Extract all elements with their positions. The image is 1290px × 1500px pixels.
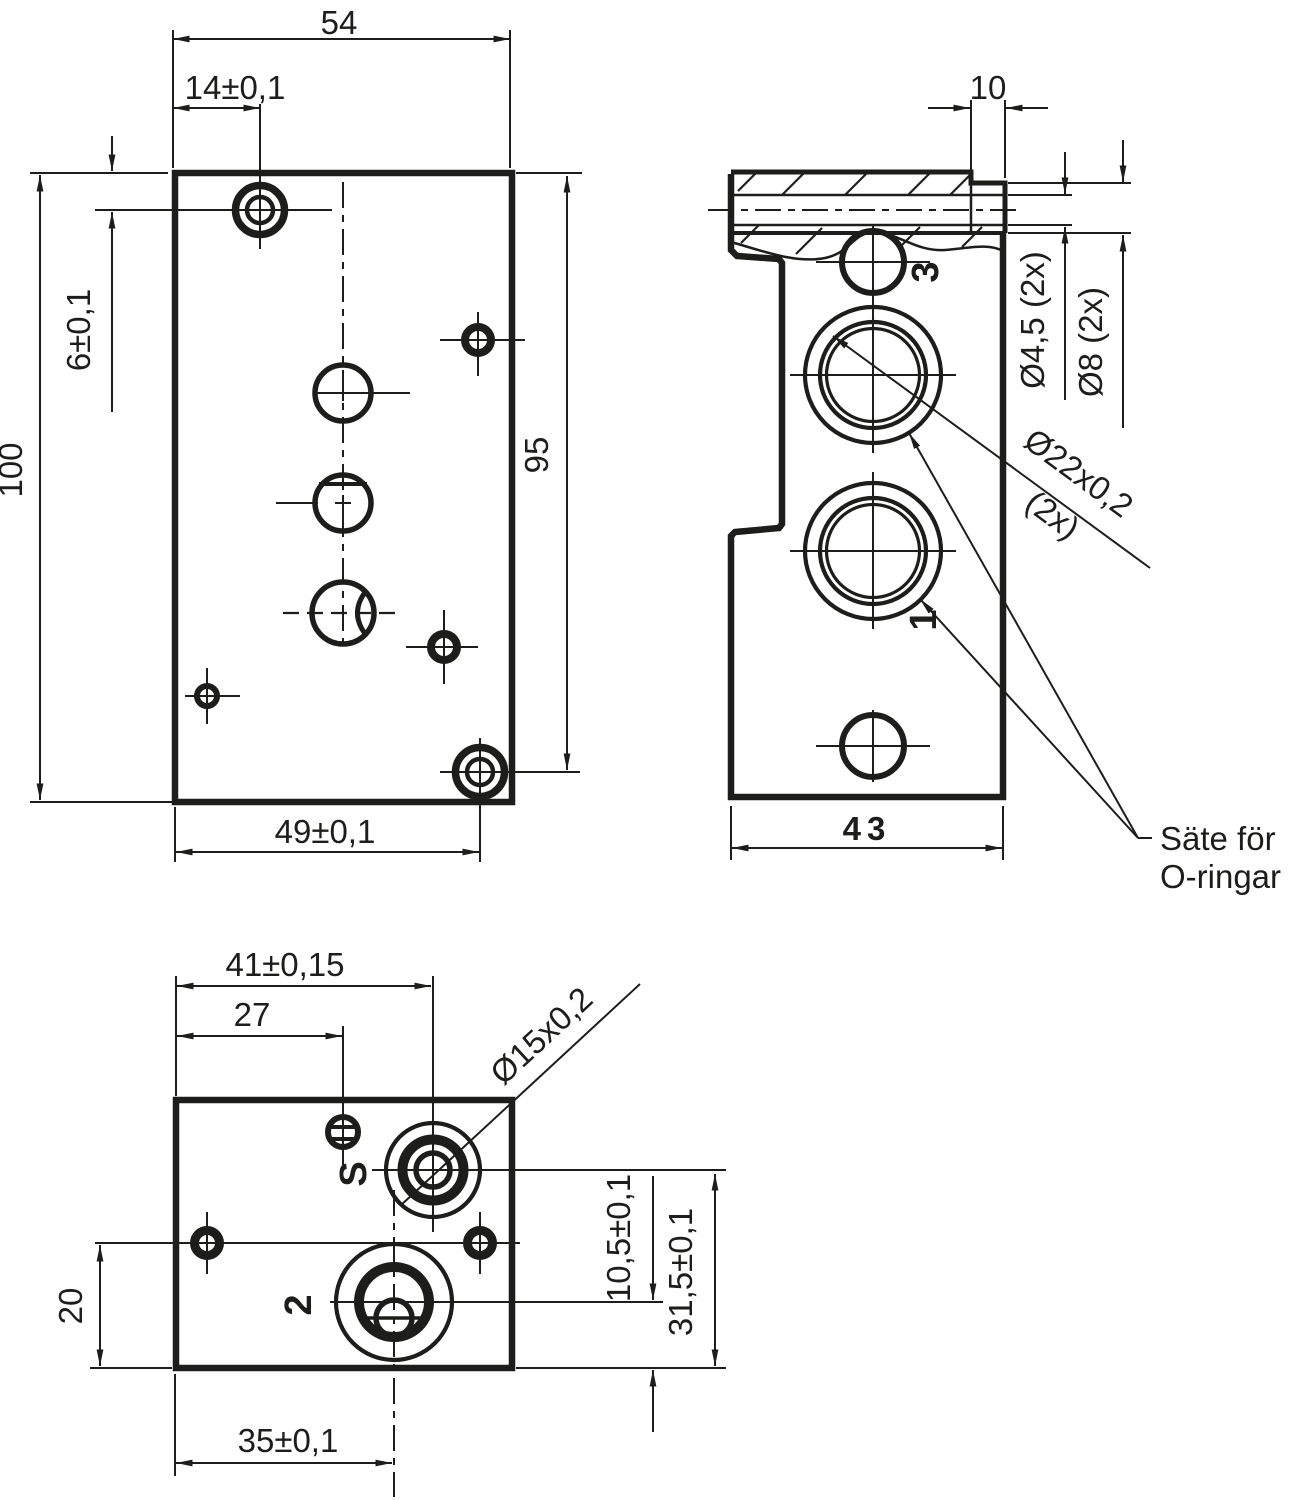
pilot-holes-row xyxy=(95,1212,520,1274)
dim-port2-x-35: 35±0,1 xyxy=(174,1374,392,1476)
port-2-label: 2 xyxy=(278,1294,320,1315)
dim-label: 14±0,1 xyxy=(185,69,286,106)
dim-label: 41±0,15 xyxy=(225,946,344,983)
pilot-hole-lower-right xyxy=(406,610,478,684)
dim-hole-x-14: 14±0,1 xyxy=(173,69,286,112)
dim-label: Ø8 (2x) xyxy=(1072,287,1109,397)
dim-label: 20 xyxy=(52,1288,89,1325)
dim-label: 27 xyxy=(234,996,271,1033)
dim-label: 54 xyxy=(321,4,358,41)
mounting-hole-top xyxy=(95,104,332,249)
dim-label: 31,5±0,1 xyxy=(662,1208,699,1336)
port-3-hole xyxy=(816,226,930,298)
dim-label: 10 xyxy=(970,69,1007,106)
body-outline xyxy=(727,174,1007,801)
dim-sport-x-41: 41±0,15 xyxy=(175,946,431,1096)
front-view: 54 14±0,1 6±0,1 100 95 49±0,1 xyxy=(0,4,582,862)
dim-hole-8: Ø8 (2x) xyxy=(1008,140,1131,428)
dim-hole-y-6: 6±0,1 xyxy=(60,136,116,412)
slot-hole xyxy=(325,1026,361,1165)
bottom-view: S Ø15x0,2 2 41±0,15 xyxy=(52,946,726,1497)
dim-label: Ø4,5 (2x) xyxy=(1014,251,1051,389)
dim-height-100: 100 xyxy=(0,172,172,803)
side-view: 3 1 10 xyxy=(708,69,1281,895)
dim-width-54: 54 xyxy=(172,4,511,168)
oring-seat-upper xyxy=(790,296,956,453)
dim-boss-10: 10 xyxy=(928,69,1048,178)
pilot-hole-lower-left xyxy=(185,668,240,724)
dim-label: 6±0,1 xyxy=(60,289,97,371)
dim-height-95: 95 xyxy=(516,172,582,770)
oring-note: Säte för O-ringar xyxy=(908,432,1281,895)
dim-seat-15: Ø15x0,2 xyxy=(399,980,641,1207)
dim-port2-y-105: 10,5±0,1 xyxy=(600,1174,657,1432)
dim-label: 49±0,1 xyxy=(275,813,376,850)
dim-label: 95 xyxy=(518,437,555,474)
dim-label: 35±0,1 xyxy=(238,1422,339,1459)
dim-slot-x-27: 27 xyxy=(177,996,342,1040)
dim-width-49: 49±0,1 xyxy=(174,807,479,862)
hole-a xyxy=(312,362,410,424)
port-s-label: S xyxy=(333,1161,375,1186)
dim-hole-4-5: Ø4,5 (2x) xyxy=(1008,152,1072,400)
hatching-bottom xyxy=(740,224,983,255)
port-bottom-hole xyxy=(816,710,930,782)
oring-seat-lower xyxy=(790,472,956,629)
dim-depth-43: 43 xyxy=(730,806,1004,860)
dim-label: 100 xyxy=(0,442,29,497)
dim-sport-y-315: 31,5±0,1 xyxy=(516,1174,726,1369)
pilot-hole-upper-right xyxy=(440,312,525,376)
dim-holes-y-20: 20 xyxy=(52,1245,172,1369)
port-3-label: 3 xyxy=(905,261,947,282)
hole-b xyxy=(276,472,374,534)
mounting-hole-bottom xyxy=(440,738,580,862)
plate-outline xyxy=(171,169,516,806)
dim-label: 43 xyxy=(843,810,892,847)
note-line2: O-ringar xyxy=(1160,858,1281,895)
note-line1: Säte för xyxy=(1160,820,1276,857)
hatching-top xyxy=(737,171,972,196)
flange-section xyxy=(708,169,1016,255)
dim-label: 10,5±0,1 xyxy=(600,1174,637,1302)
port-s-hole xyxy=(372,976,726,1232)
hole-d xyxy=(283,579,401,647)
